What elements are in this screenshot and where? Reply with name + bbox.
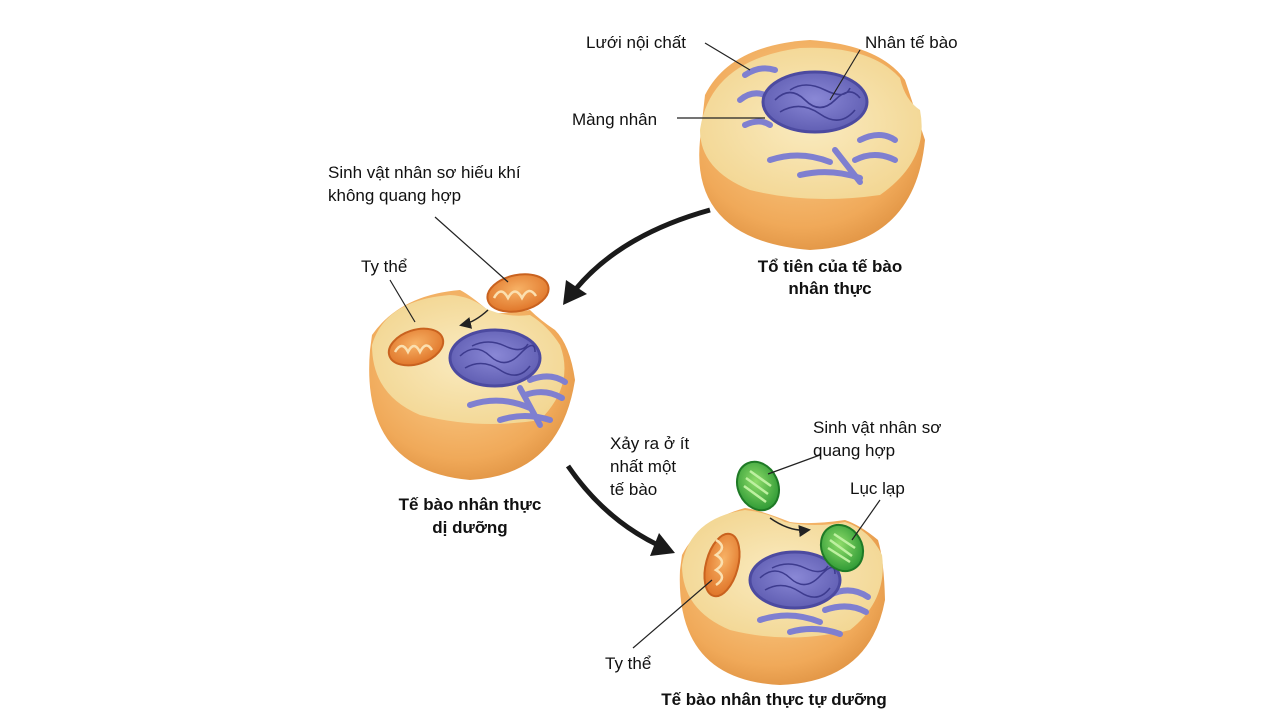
label-ancestor-1: Tổ tiên của tế bào [757, 257, 903, 276]
label-heterotroph-1: Tế bào nhân thực [398, 495, 542, 514]
engulf-arrow-chloroplast [769, 517, 811, 537]
label-nucleus: Nhân tế bào [865, 33, 958, 52]
label-occurs-1: Xảy ra ở ít [610, 434, 690, 453]
label-chloroplast: Lục lạp [850, 479, 905, 498]
er-middle [467, 373, 568, 428]
label-mitochondrion-top: Ty thể [361, 257, 408, 276]
mitochondrion-middle [387, 327, 445, 367]
label-occurs-3: tế bào [610, 480, 658, 499]
label-autotroph: Tế bào nhân thực tự dưỡng [661, 690, 887, 709]
engulf-arrow-mito [459, 309, 489, 329]
chloroplast-entering [736, 460, 780, 512]
nucleus-middle [448, 328, 542, 388]
heterotroph-cell [369, 290, 575, 480]
nucleus-top [761, 70, 869, 134]
ancestor-cell [699, 40, 925, 250]
nucleus-bottom [748, 550, 842, 610]
chloroplast-inside [819, 523, 865, 573]
mitochondrion-bottom [703, 532, 741, 598]
leader-lines [389, 42, 881, 649]
label-mitochondrion-bottom: Ty thể [605, 654, 652, 673]
label-ancestor-2: nhân thực [788, 279, 872, 298]
label-photosynthetic-prokaryote-1: Sinh vật nhân sơ [813, 418, 942, 437]
autotroph-cell [679, 508, 885, 685]
arrow-ancestor-to-heterotroph [563, 207, 711, 305]
arrow-heterotroph-to-autotroph [565, 464, 675, 556]
label-aerobic-prokaryote-2: không quang hợp [328, 186, 462, 205]
label-photosynthetic-prokaryote-2: quang hợp [813, 441, 896, 460]
label-heterotroph-2: dị dưỡng [432, 518, 508, 537]
label-occurs-2: nhất một [610, 457, 677, 476]
mitochondrion-entering [486, 273, 550, 313]
label-endoplasmic-reticulum: Lưới nội chất [586, 33, 687, 52]
label-nuclear-envelope: Màng nhân [572, 110, 658, 129]
label-aerobic-prokaryote-1: Sinh vật nhân sơ hiếu khí [328, 163, 521, 182]
er-top [737, 65, 898, 185]
